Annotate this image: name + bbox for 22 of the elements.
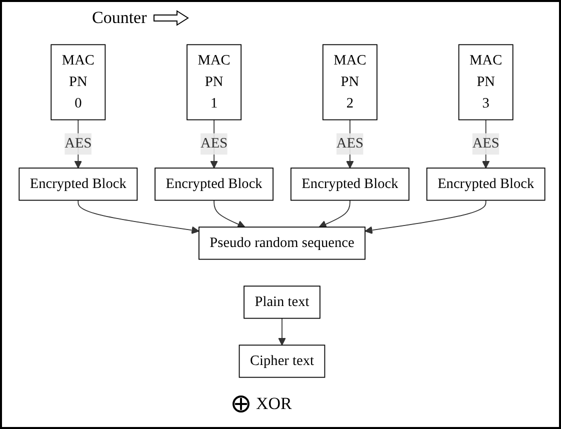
node-box: Encrypted Block: [426, 168, 546, 201]
node-box: Encrypted Block: [18, 168, 138, 201]
node-box: MAC PN 1: [186, 44, 242, 120]
edge-label: AES: [472, 136, 500, 152]
arrow: [318, 200, 350, 228]
counter-label: Counter: [92, 8, 147, 28]
arrow: [78, 200, 200, 234]
node-box: MAC PN 2: [322, 44, 378, 120]
arrow: [278, 318, 286, 346]
node-box: Plain text: [244, 286, 320, 319]
edge-label: AES: [200, 136, 228, 152]
node-box: MAC PN 3: [458, 44, 514, 120]
node-box: Encrypted Block: [154, 168, 274, 201]
operation-label: XOR: [256, 394, 292, 414]
arrow: [364, 200, 486, 234]
node-box: MAC PN 0: [50, 44, 106, 120]
node-box: Cipher text: [238, 344, 326, 378]
arrow: [214, 200, 246, 228]
edge-label: AES: [64, 136, 92, 152]
node-box: Encrypted Block: [290, 168, 410, 201]
edge-label: AES: [336, 136, 364, 152]
node-box: Pseudo random sequence: [198, 226, 366, 260]
